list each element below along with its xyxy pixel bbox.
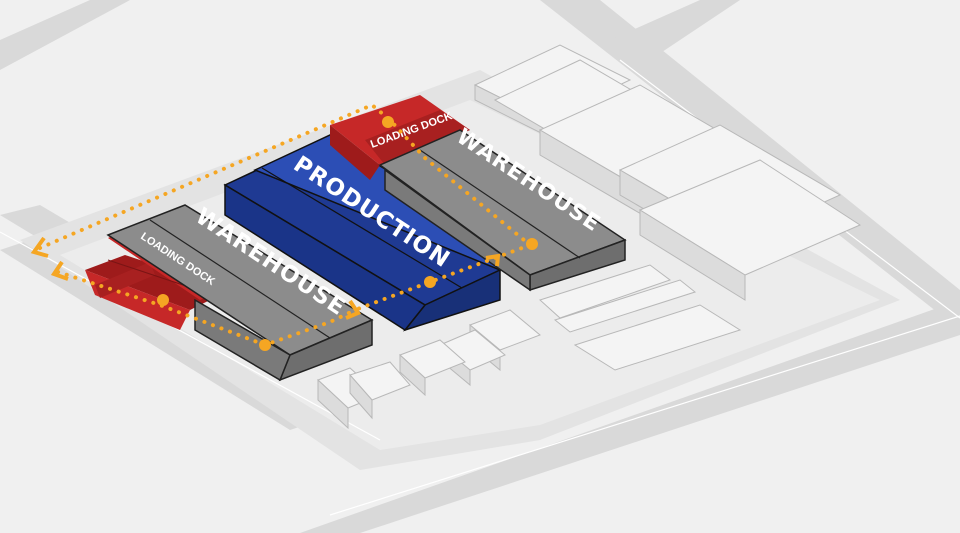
- warehouse-left: [106, 204, 374, 382]
- production-building: [223, 134, 502, 332]
- material-flow-path: [30, 102, 538, 351]
- context-buildings: [317, 44, 862, 430]
- flow-arrow-icon: [50, 260, 69, 281]
- warehouse-right: [378, 129, 627, 292]
- flow-node-icon: [526, 238, 538, 250]
- flow-node-icon: [382, 116, 394, 128]
- flow-arrow-icon: [30, 236, 49, 258]
- flow-arrow-icon: [345, 299, 362, 320]
- flow-arrow-icon: [485, 253, 501, 267]
- flow-node-icon: [259, 339, 271, 351]
- flow-node-icon: [424, 276, 436, 288]
- flow-node-icon: [157, 294, 169, 306]
